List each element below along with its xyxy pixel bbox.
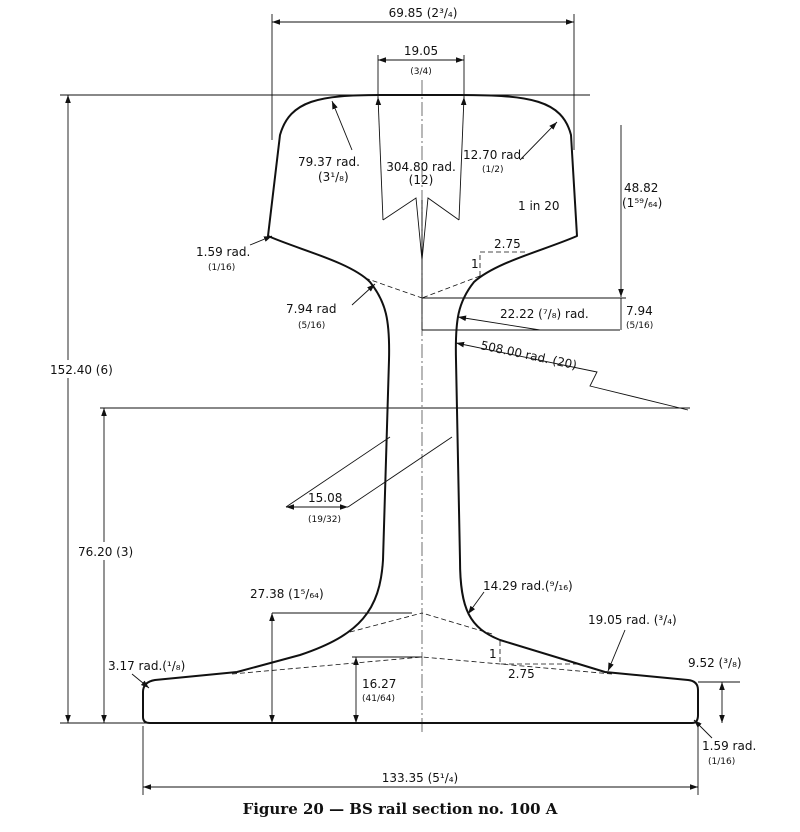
- dim-48-label-top: 48.82: [624, 181, 658, 195]
- lower-ratio-275: 2.75: [508, 667, 535, 681]
- rad-1429-leader: [467, 591, 485, 615]
- web-leader-left: [285, 436, 391, 508]
- lower-flange-dash-right: [421, 612, 493, 635]
- upper-ratio-1: 1: [471, 257, 479, 271]
- rad-508-label: 508.00 rad. (20): [479, 338, 578, 372]
- dim-952-label: 9.52 (³/₈): [688, 656, 742, 670]
- lower-slope-triangle: [499, 641, 580, 665]
- dim-2738-label: 27.38 (1⁵/₆₄): [250, 587, 324, 601]
- web-label-top: 15.08: [308, 491, 342, 505]
- lower-flange-dash-left: [349, 612, 423, 633]
- rad-304-leader-right: [458, 96, 467, 221]
- figure-caption: Figure 20 — BS rail section no. 100 A: [242, 800, 558, 818]
- web-label-bot: (19/32): [308, 515, 341, 525]
- rad-317-leader: [131, 673, 150, 689]
- upper-flange-dash-right: [421, 275, 481, 299]
- rad-317-label: 3.17 rad.(¹/₈): [108, 659, 185, 673]
- rad-304-leader-left: [375, 96, 384, 221]
- rad-2222-leader: [457, 315, 541, 331]
- rad-12-leader: [519, 121, 558, 161]
- rad-304-label-bot: (12): [409, 173, 434, 187]
- rad-1905-label: 19.05 rad. (³/₄): [588, 613, 677, 627]
- rad-1429-label: 14.29 rad.(⁹/₁₆): [483, 579, 573, 593]
- rad-794-leader: [351, 283, 376, 306]
- rad-159-foot-leader: [693, 719, 713, 739]
- base-width-label: 133.35 (5¹/₄): [382, 771, 458, 785]
- lower-ratio-1: 1: [489, 647, 497, 661]
- upper-ratio-275: 2.75: [494, 237, 521, 251]
- dim-794-label-top: 7.94: [626, 304, 653, 318]
- rad-79-label-bot: (3¹/₈): [318, 170, 349, 184]
- rad-2222-label: 22.22 (⁷/₈) rad.: [500, 307, 589, 321]
- dim-1627-label-top: 16.27: [362, 677, 396, 691]
- rad-159-head-leader: [249, 235, 273, 246]
- half-height-label-bg: [76, 542, 160, 560]
- center-width-label-top: 19.05: [404, 44, 438, 58]
- rad-159-head-label-top: 1.59 rad.: [196, 245, 250, 259]
- upper-flange-dash-left: [364, 277, 423, 299]
- rad-304-label-top: 304.80 rad.: [386, 160, 456, 174]
- rad-12-label-top: 12.70 rad.: [463, 148, 525, 162]
- dim-1627-label-bot: (41/64): [362, 694, 395, 704]
- rad-508-leader: [455, 341, 689, 411]
- rad-159-foot-label-bot: (1/16): [708, 757, 735, 767]
- total-height-label-bg: [46, 360, 126, 378]
- total-height-label: 152.40 (6): [50, 363, 113, 377]
- rad-794-label-top: 7.94 rad: [286, 302, 336, 316]
- rad-1905-leader: [607, 629, 626, 672]
- half-height-label: 76.20 (3): [78, 545, 133, 559]
- top-width-label: 69.85 (2³/₄): [389, 6, 458, 20]
- rad-159-head-label-bot: (1/16): [208, 263, 235, 273]
- rad-794-label-bot: (5/16): [298, 321, 325, 331]
- web-leader-right: [347, 436, 453, 508]
- rail-profile-outline: [142, 94, 699, 724]
- rad-304-center-mark: [382, 197, 460, 261]
- dim-794-label-bot: (5/16): [626, 321, 653, 331]
- rad-159-foot-label-top: 1.59 rad.: [702, 739, 756, 753]
- upper-slope-triangle: [479, 251, 528, 276]
- center-width-label-bot: (3/4): [410, 67, 432, 77]
- rad-12-label-bot: (1/2): [482, 165, 504, 175]
- slope-label: 1 in 20: [518, 199, 559, 213]
- dim-48-label-bot: (1⁵⁹/₆₄): [622, 196, 662, 210]
- rad-79-label-top: 79.37 rad.: [298, 155, 360, 169]
- rad-79-leader: [331, 100, 353, 151]
